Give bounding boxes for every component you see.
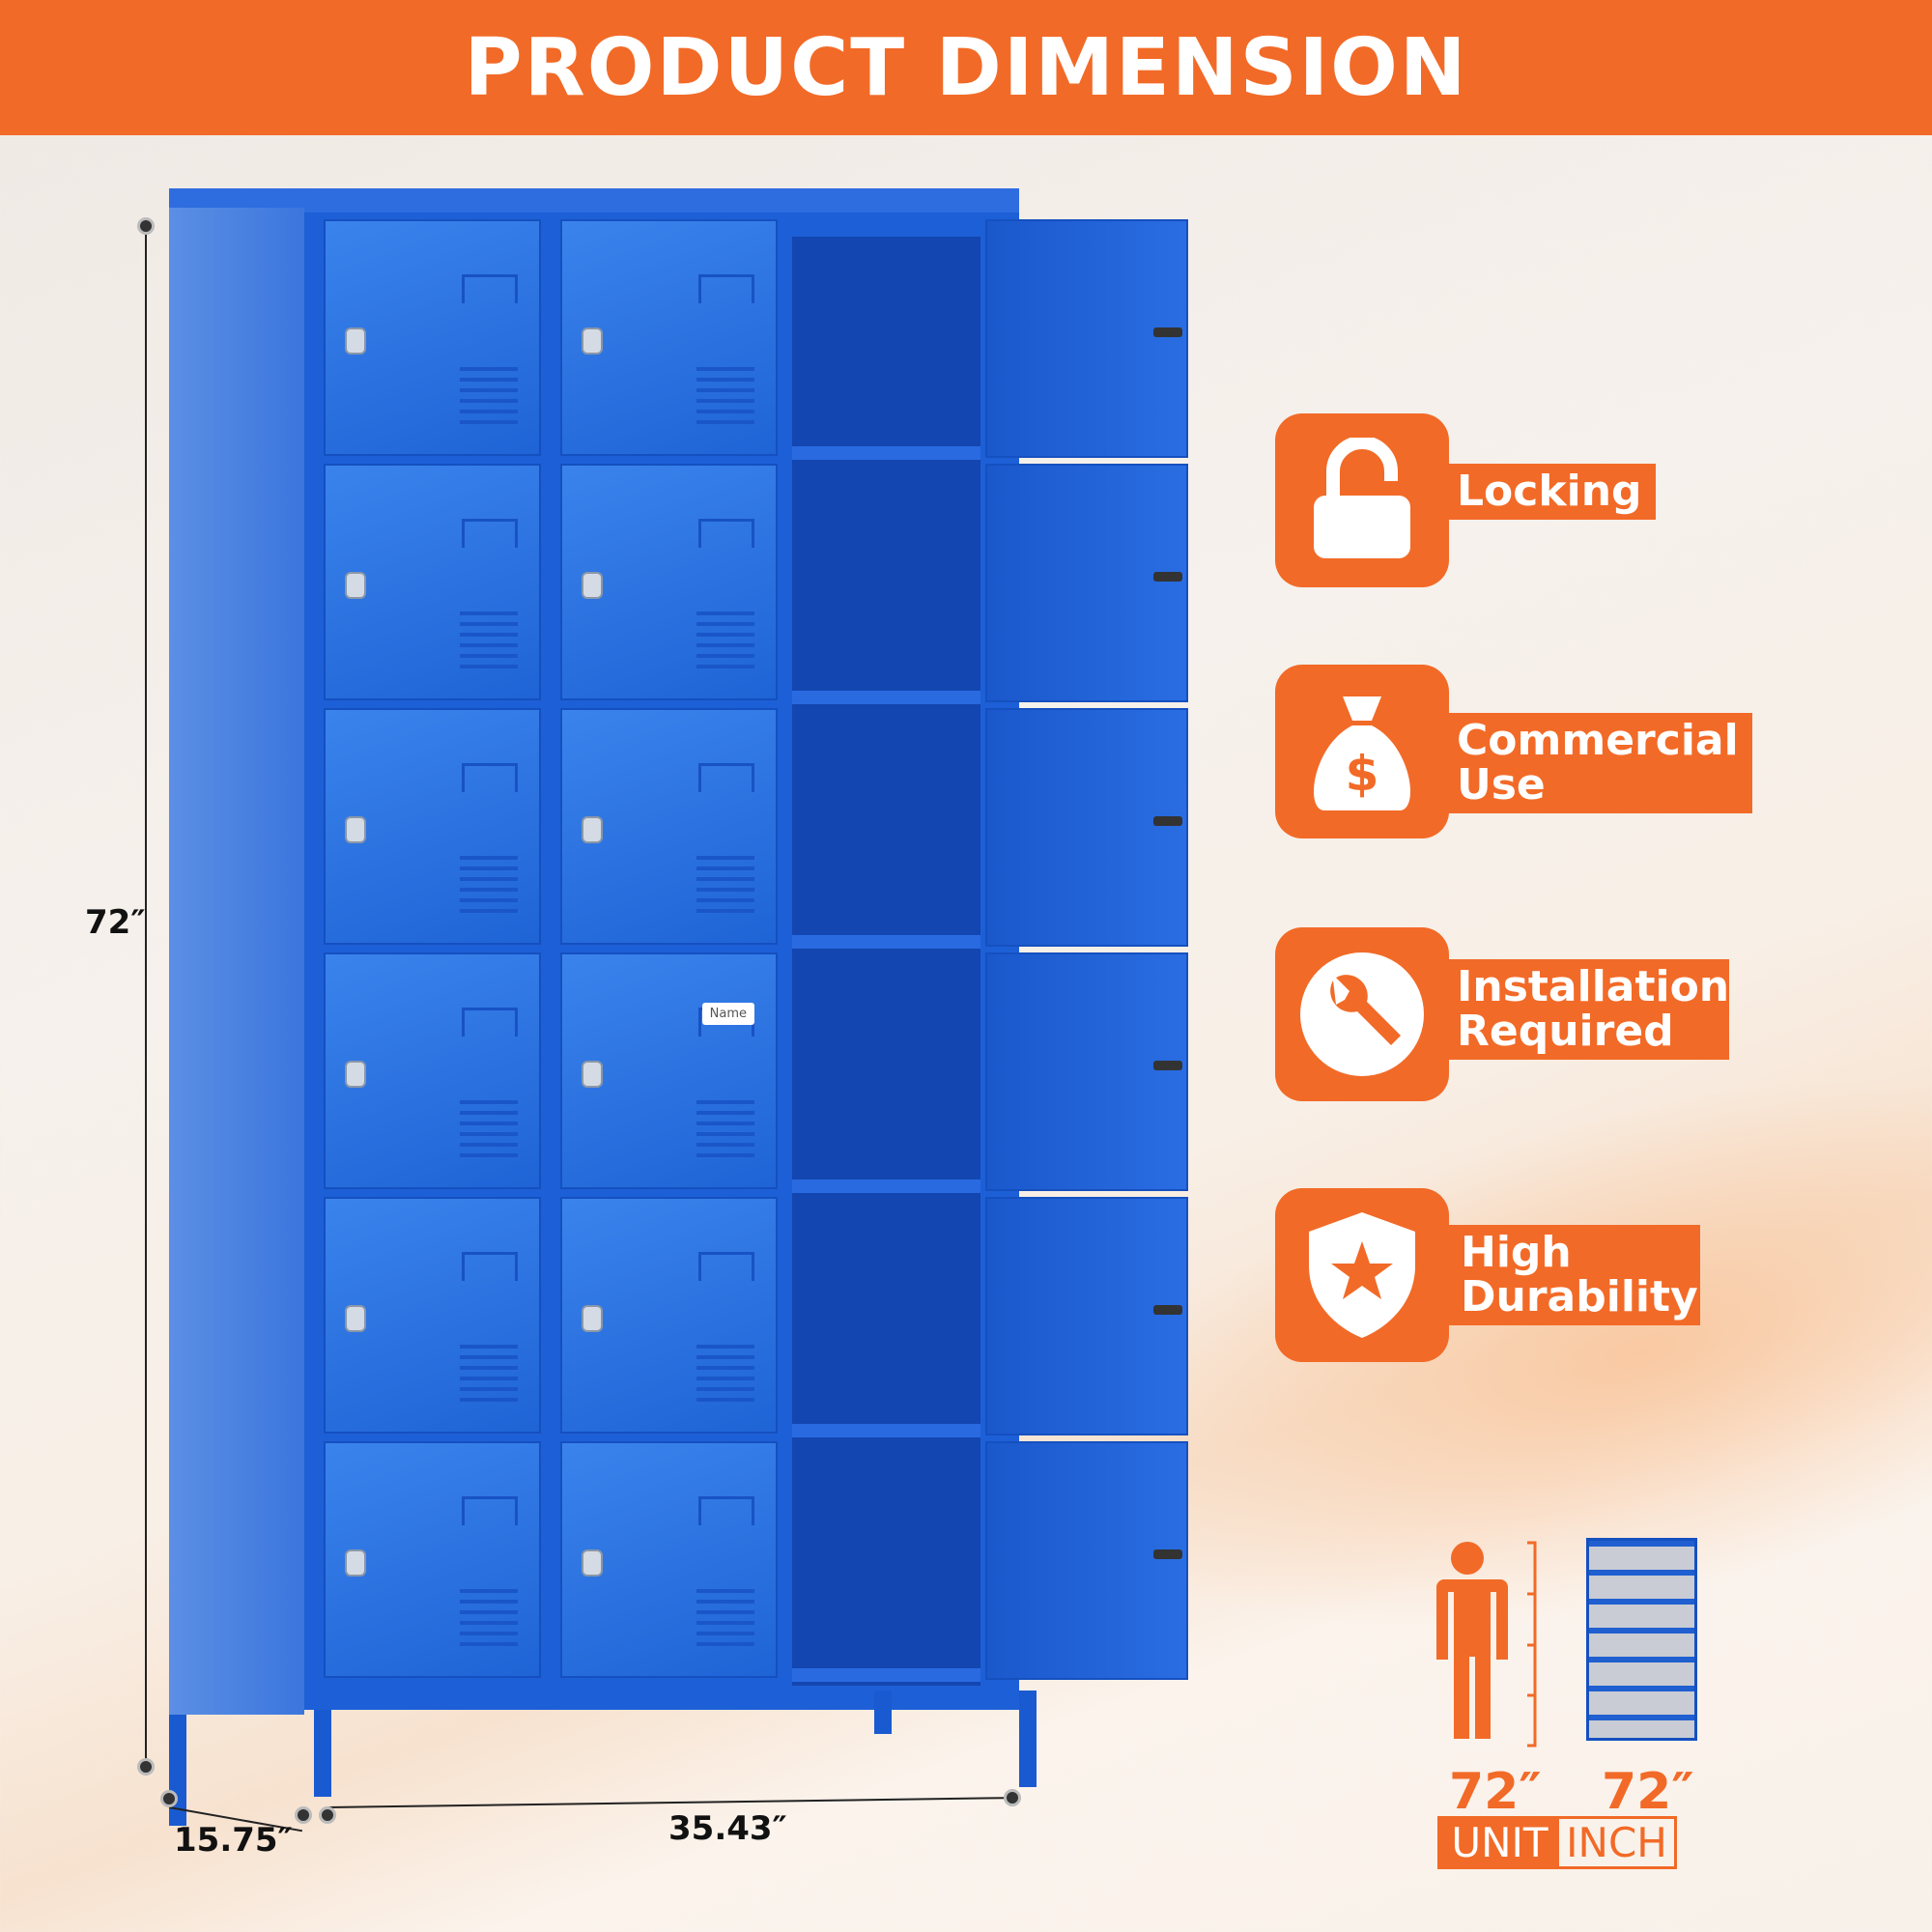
open-locker-door[interactable] [985, 464, 1188, 702]
vent [696, 611, 754, 669]
mini-locker-image [1586, 1538, 1697, 1741]
page-title: PRODUCT DIMENSION [464, 21, 1468, 114]
locker-door[interactable] [560, 1441, 778, 1678]
feature-label: Commercial Use [1439, 713, 1752, 813]
open-locker-door[interactable] [985, 708, 1188, 947]
money-bag-icon: $ [1275, 665, 1449, 838]
locker-door[interactable] [324, 1441, 541, 1678]
hinge [1153, 1061, 1182, 1070]
hinge [1153, 816, 1182, 826]
lock-icon [582, 327, 603, 355]
hinge [1153, 1305, 1182, 1315]
lock-icon [582, 816, 603, 843]
width-label: 35.43″ [668, 1809, 787, 1848]
hinge [1153, 327, 1182, 337]
shelf [792, 1668, 980, 1682]
open-compartment [792, 237, 980, 1686]
wrench-icon [1275, 927, 1449, 1101]
locker-door[interactable] [560, 464, 778, 700]
shelf [792, 446, 980, 460]
padlock-icon [1275, 413, 1449, 587]
vent [460, 1100, 518, 1158]
person-icon [1435, 1541, 1537, 1747]
vent [460, 856, 518, 914]
vent [460, 367, 518, 425]
lock-icon [582, 1305, 603, 1332]
lock-icon [345, 327, 366, 355]
open-locker-door[interactable] [985, 1441, 1188, 1680]
name-tag: Name [701, 1003, 754, 1025]
svg-text:$: $ [1346, 746, 1379, 802]
open-locker-door[interactable] [985, 1197, 1188, 1435]
title-banner: PRODUCT DIMENSION [0, 0, 1932, 135]
lock-icon [345, 572, 366, 599]
handle [698, 274, 754, 303]
locker-leg [1019, 1690, 1037, 1787]
lock-icon [345, 1061, 366, 1088]
handle [462, 519, 518, 548]
handle [698, 1252, 754, 1281]
feature-label: High Durability [1439, 1225, 1700, 1325]
handle [462, 1252, 518, 1281]
handle [462, 274, 518, 303]
handle [462, 1008, 518, 1037]
locker-door[interactable]: Name [560, 952, 778, 1189]
depth-label: 15.75″ [174, 1821, 293, 1860]
vent [696, 1345, 754, 1403]
lock-icon [582, 1061, 603, 1088]
locker-leg [314, 1710, 331, 1797]
hinge [1153, 572, 1182, 582]
locker-door[interactable] [324, 464, 541, 700]
hinge [1153, 1549, 1182, 1559]
vent [460, 1589, 518, 1647]
lock-icon [345, 1305, 366, 1332]
locker-door[interactable] [560, 708, 778, 945]
locker-leg [874, 1690, 892, 1734]
shield-star-icon [1275, 1188, 1449, 1362]
vent [460, 611, 518, 669]
vent [696, 1100, 754, 1158]
lock-icon [345, 1549, 366, 1577]
unit-badge: UNIT INCH [1437, 1816, 1677, 1869]
lock-icon [582, 572, 603, 599]
locker-side-panel [169, 208, 304, 1715]
vent [696, 367, 754, 425]
feature-label: Installation Required [1439, 959, 1729, 1060]
lock-icon [345, 816, 366, 843]
handle [462, 763, 518, 792]
locker-height: 72″ [1602, 1763, 1694, 1821]
locker-door[interactable] [324, 952, 541, 1189]
shelf [792, 1179, 980, 1193]
open-locker-door[interactable] [985, 219, 1188, 458]
vent [696, 1589, 754, 1647]
height-label: 72″ [85, 903, 146, 942]
feature-label: Locking [1439, 464, 1656, 520]
open-locker-door[interactable] [985, 952, 1188, 1191]
handle [698, 1496, 754, 1525]
locker-door[interactable] [324, 708, 541, 945]
handle [698, 763, 754, 792]
shelf [792, 691, 980, 704]
person-height: 72″ [1449, 1763, 1542, 1821]
handle [462, 1496, 518, 1525]
locker-image: Name [169, 188, 1193, 1826]
vent [696, 856, 754, 914]
unit-label: UNIT [1440, 1819, 1559, 1866]
vent [460, 1345, 518, 1403]
shelf [792, 935, 980, 949]
locker-door[interactable] [560, 1197, 778, 1434]
handle [698, 519, 754, 548]
unit-value: INCH [1566, 1819, 1667, 1866]
lock-icon [582, 1549, 603, 1577]
shelf [792, 1424, 980, 1437]
locker-door[interactable] [324, 1197, 541, 1434]
locker-door[interactable] [324, 219, 541, 456]
locker-door[interactable] [560, 219, 778, 456]
